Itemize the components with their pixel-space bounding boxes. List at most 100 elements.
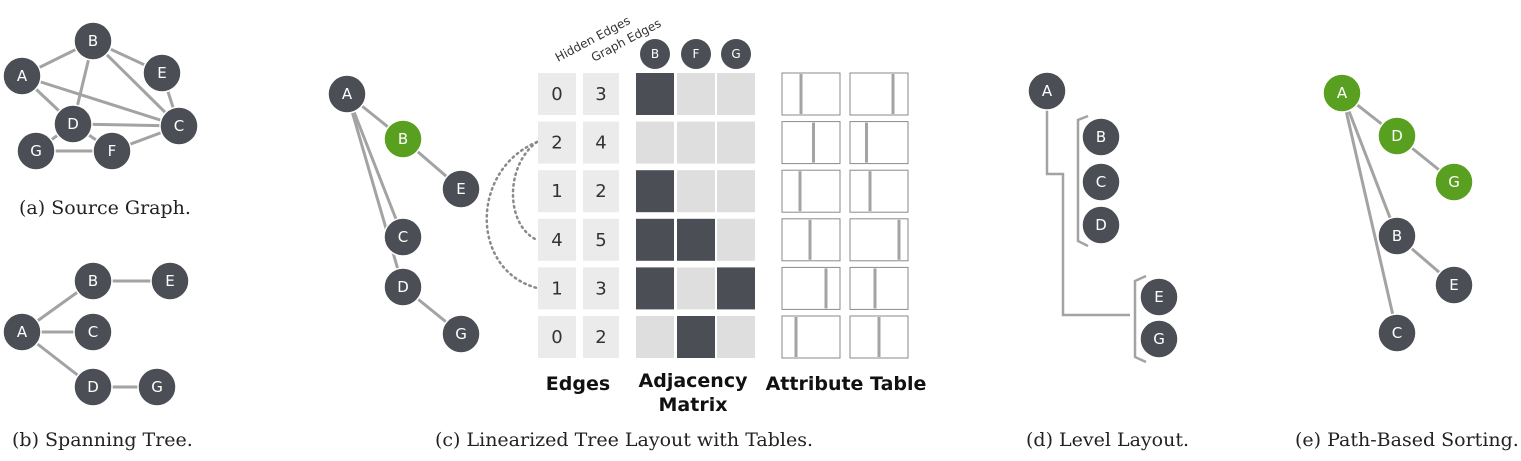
adjacency-cell-empty: [717, 218, 755, 261]
spanning-node-d: D: [73, 367, 113, 407]
level-bracket-2: [1133, 274, 1147, 364]
edges-cell: [538, 267, 576, 310]
node-circle: [721, 39, 751, 69]
node-label: F: [693, 47, 700, 61]
source-node-e: E: [142, 53, 182, 93]
attribute-cell: [781, 266, 841, 310]
attribute-cell: [849, 72, 909, 116]
hidden-edge-arcs: [485, 140, 539, 290]
adjacency-title-line2: Matrix: [659, 394, 728, 416]
node-circle: [73, 21, 113, 61]
edges-cell: [538, 121, 576, 164]
node-circle: [137, 367, 177, 407]
spanning-node-e: E: [150, 261, 190, 301]
node-label: B: [398, 130, 408, 148]
linearized-node-b: B: [383, 119, 423, 159]
node-circle: [681, 39, 711, 69]
node-circle: [383, 217, 423, 257]
source-node-c: C: [159, 106, 199, 146]
node-label: D: [397, 278, 409, 296]
node-label: C: [88, 323, 98, 341]
adjacency-cell-filled: [636, 218, 674, 261]
adjacency-cell-filled: [717, 267, 755, 310]
spanning-node-b: B: [73, 261, 113, 301]
edges-cell: [538, 170, 576, 213]
node-label: E: [1449, 276, 1458, 294]
attribute-cell: [849, 218, 909, 262]
level-node-d: D: [1081, 205, 1121, 245]
attribute-cell-frame: [849, 121, 909, 165]
graph-edge-value: 5: [595, 230, 606, 251]
edges-cell: [583, 267, 619, 310]
node-label: A: [17, 323, 28, 341]
node-label: G: [1448, 173, 1460, 191]
caption-source-graph: (a) Source Graph.: [19, 197, 191, 219]
spanning-node-c: C: [73, 312, 113, 352]
adjacency-header-b: B: [640, 39, 670, 69]
node-circle: [1377, 116, 1417, 156]
hidden-edge-value: 0: [551, 84, 562, 105]
edges-cell: [583, 73, 619, 115]
node-circle: [2, 312, 42, 352]
node-label: C: [174, 117, 184, 135]
node-label: B: [651, 47, 659, 61]
spanning-node-g: G: [137, 367, 177, 407]
hidden-edge-value: 4: [551, 230, 562, 251]
node-label: E: [157, 64, 166, 82]
graph-edge-value: 3: [595, 278, 606, 299]
node-circle: [441, 314, 481, 354]
level-node-b: B: [1081, 117, 1121, 157]
sorted-node-b: B: [1377, 216, 1417, 256]
edges-title: Edges: [546, 373, 610, 395]
adjacency-cell-filled: [677, 316, 715, 358]
attribute-cell: [849, 169, 909, 213]
level-node-e: E: [1139, 277, 1179, 317]
source-edge-b-c: [91, 39, 181, 128]
node-label: A: [342, 85, 353, 103]
spanning-node-a: A: [2, 312, 42, 352]
attribute-cell-frame: [781, 121, 841, 165]
linearized-node-c: C: [383, 217, 423, 257]
sorted-node-g: G: [1434, 162, 1474, 202]
sorted-node-a: A: [1322, 73, 1362, 113]
node-label: B: [88, 32, 98, 50]
node-label: G: [731, 47, 740, 61]
attribute-cell-frame: [781, 169, 841, 213]
node-circle: [159, 106, 199, 146]
caption-spanning-tree: (b) Spanning Tree.: [12, 429, 193, 451]
attribute-cell-frame: [849, 72, 909, 116]
edges-cell: [538, 218, 576, 261]
sorted-node-d: D: [1377, 116, 1417, 156]
node-label: D: [67, 115, 79, 133]
node-circle: [16, 131, 56, 171]
adjacency-cell-filled: [636, 170, 674, 213]
node-circle: [150, 261, 190, 301]
source-node-d: D: [53, 104, 93, 144]
caption-level-layout: (d) Level Layout.: [1026, 429, 1189, 451]
node-label: E: [1154, 288, 1163, 306]
adjacency-cell-empty: [677, 267, 715, 310]
node-label: G: [455, 325, 467, 343]
level-layout-lines: [1045, 104, 1147, 364]
attribute-cell-frame: [849, 169, 909, 213]
adjacency-matrix: [636, 73, 755, 358]
attribute-cell-frame: [781, 72, 841, 116]
node-circle: [1377, 216, 1417, 256]
caption-linearized-tree: (c) Linearized Tree Layout with Tables.: [435, 429, 813, 451]
adjacency-cell-filled: [677, 218, 715, 261]
attribute-cell: [781, 121, 841, 165]
adjacency-cell-empty: [717, 316, 755, 358]
graph-edge-value: 2: [595, 327, 606, 348]
level-connector: [1045, 104, 1130, 317]
